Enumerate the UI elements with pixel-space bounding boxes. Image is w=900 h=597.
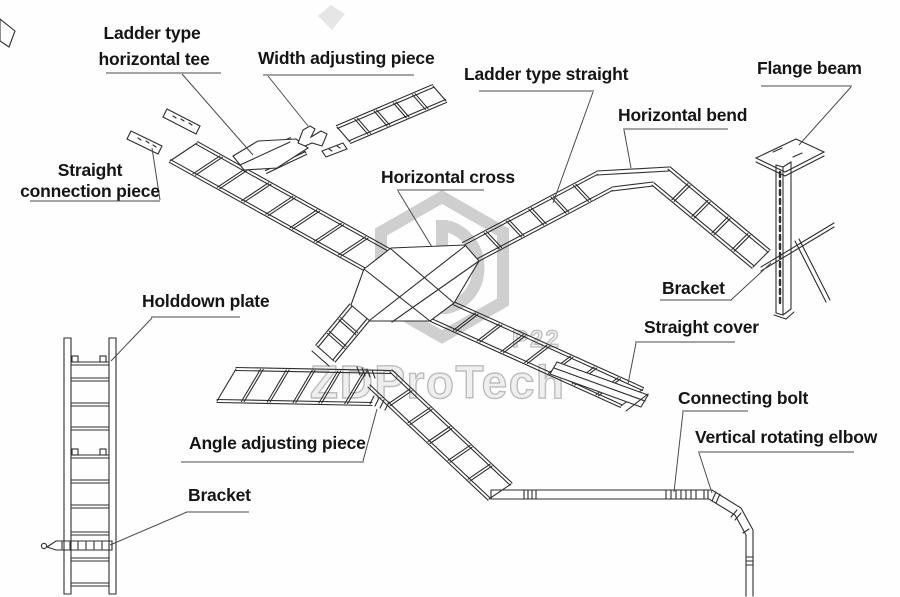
annotations: Ladder type horizontal tee Width adjusti… — [20, 23, 878, 546]
label-horizontal-cross: Horizontal cross — [381, 167, 515, 187]
flange-beam — [754, 138, 826, 177]
horizontal-bend-piece — [596, 166, 670, 192]
connecting-bolt-splice — [665, 489, 697, 500]
label-straight-connection-piece-line2: connection piece — [20, 181, 160, 201]
label-connecting-bolt: Connecting bolt — [678, 388, 809, 408]
width-adjusting-piece — [297, 125, 348, 158]
straight-cover-plank — [549, 361, 649, 408]
label-bracket-left: Bracket — [188, 485, 251, 505]
horizontal-tee-plate — [232, 138, 309, 171]
sw-stub-endplates — [311, 350, 330, 367]
watermark: P22 ZDProTech — [309, 5, 565, 409]
straight-connection-pieces — [126, 108, 201, 155]
vertical-ladder — [63, 337, 117, 595]
leader-lines — [109, 73, 852, 546]
label-angle-adjusting-piece: Angle adjusting piece — [189, 433, 366, 453]
label-holddown-plate: Holddown plate — [142, 291, 270, 311]
se-run-end-edge — [625, 393, 649, 412]
label-straight-connection-piece-line1: Straight — [58, 160, 123, 180]
label-vertical-rotating-elbow: Vertical rotating elbow — [695, 427, 878, 447]
label-ladder-type-horizontal-tee-line1: Ladder type — [104, 23, 201, 43]
label-straight-cover: Straight cover — [644, 317, 759, 337]
ladder-runs — [168, 84, 771, 501]
label-ladder-type-straight: Ladder type straight — [464, 64, 629, 84]
horizontal-cross-plate — [350, 244, 480, 323]
label-width-adjusting-piece: Width adjusting piece — [258, 48, 435, 68]
label-underlines — [30, 72, 854, 513]
watermark-brand: ZDProTech — [310, 356, 565, 408]
bottom-rail-and-elbow — [490, 489, 754, 597]
label-horizontal-bend: Horizontal bend — [618, 105, 747, 125]
label-flange-beam: Flange beam — [757, 58, 862, 78]
angle-adjusting-piece — [369, 395, 390, 411]
watermark-fragment — [318, 5, 345, 30]
label-ladder-type-horizontal-tee-line2: horizontal tee — [99, 49, 210, 69]
channel-strut — [773, 161, 795, 320]
rail-splice-hatch — [356, 366, 376, 379]
label-bracket-right: Bracket — [662, 278, 725, 298]
line-art — [0, 18, 835, 597]
left-ladder-bracket — [40, 540, 113, 551]
bracket-arms — [760, 222, 835, 303]
corner-piece — [0, 18, 16, 48]
